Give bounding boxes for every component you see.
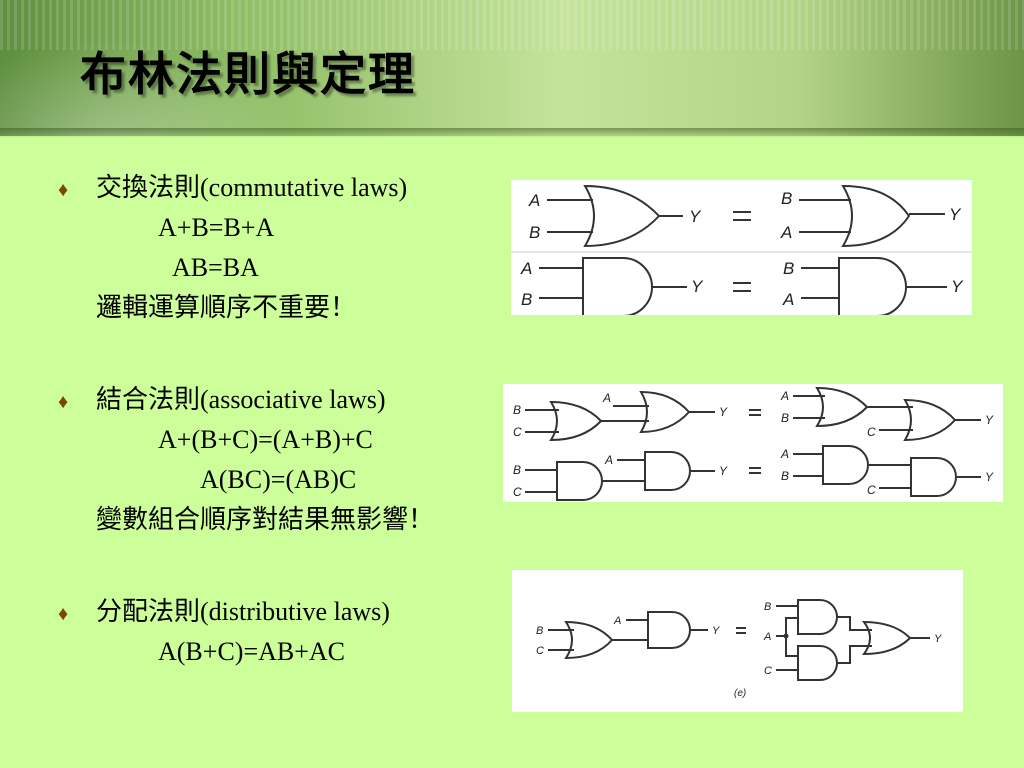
section-associative: ♦ 結合法則(associative laws) A+(B+C)=(A+B)+C… [58,380,434,540]
and-gate-icon [797,645,838,681]
or-gate-icon [583,184,661,248]
label-c: C [513,425,522,439]
commutative-eq-or: A+B=B+A [158,213,275,242]
or-gate-icon [639,390,691,434]
label-a: A [604,453,613,467]
associative-note: 變數組合順序對結果無影響！ [96,505,435,534]
commutative-heading: 交換法則(commutative laws) [96,173,408,202]
label-y: Y [934,633,942,645]
label-a: A [520,259,532,278]
label-a: A [602,391,611,405]
distributive-gates-diagram: B C A Y B A C Y (e) [512,570,963,712]
label-a: A [613,615,621,627]
distributive-heading: 分配法則(distributive laws) [96,597,390,626]
slide-header-banner [0,0,1024,136]
slide-title: 布林法則與定理 [80,49,416,100]
associative-eq-and: A(BC)=(AB)C [200,465,357,494]
and-gate-icon [644,451,691,491]
label-c: C [513,485,522,499]
or-gate-icon [903,398,957,442]
label-a: A [782,290,794,309]
label-b: B [536,625,543,637]
or-gate-icon [841,184,911,248]
label-b: B [781,411,789,425]
and-gate-icon [582,257,653,315]
and-gate-icon [910,457,957,497]
commutative-gates-diagram: A B Y B A Y A B Y B A Y [511,180,972,315]
label-y: Y [712,625,720,637]
diamond-bullet-icon: ♦ [58,179,69,201]
diamond-bullet-icon: ♦ [58,391,69,413]
and-gate-icon [822,445,869,485]
or-gate-icon [564,620,614,660]
label-b: B [781,469,789,483]
label-c: C [867,483,876,497]
figure-caption: (e) [734,688,746,699]
distributive-eq: A(B+C)=AB+AC [158,637,346,666]
and-gate-icon [556,461,603,501]
section-distributive: ♦ 分配法則(distributive laws) A(B+C)=AB+AC [58,592,390,672]
label-a: A [780,389,789,403]
label-b: B [513,463,521,477]
label-b: B [521,290,532,309]
label-y: Y [985,413,994,427]
label-b: B [529,223,540,242]
label-a: A [528,191,540,210]
diamond-bullet-icon: ♦ [58,603,69,625]
or-gate-icon [862,620,912,656]
label-y: Y [719,464,728,478]
label-y: Y [689,207,702,226]
label-c: C [536,645,544,657]
label-c: C [764,665,772,677]
and-gate-icon [647,611,691,649]
or-gate-icon [549,400,603,442]
and-gate-icon [838,257,907,315]
or-gate-icon [815,386,869,428]
label-b: B [513,403,521,417]
label-y: Y [691,277,704,296]
label-c: C [867,425,876,439]
associative-heading: 結合法則(associative laws) [96,385,386,414]
and-gate-icon [797,599,838,635]
label-a: A [780,223,792,242]
commutative-note: 邏輯運算順序不重要！ [96,293,357,322]
associative-eq-or: A+(B+C)=(A+B)+C [158,425,373,454]
header-shadow [0,128,1024,138]
label-y: Y [949,205,962,224]
label-y: Y [951,277,964,296]
associative-gates-diagram: B C A Y A B C Y B C A Y A B [503,384,1003,502]
label-b: B [783,259,794,278]
label-y: Y [985,470,994,484]
label-b: B [764,601,771,613]
label-b: B [781,189,792,208]
section-commutative: ♦ 交換法則(commutative laws) A+B=B+A AB=BA 邏… [58,168,407,328]
commutative-eq-and: AB=BA [172,253,259,282]
label-a: A [763,631,771,643]
label-y: Y [719,405,728,419]
label-a: A [780,447,789,461]
